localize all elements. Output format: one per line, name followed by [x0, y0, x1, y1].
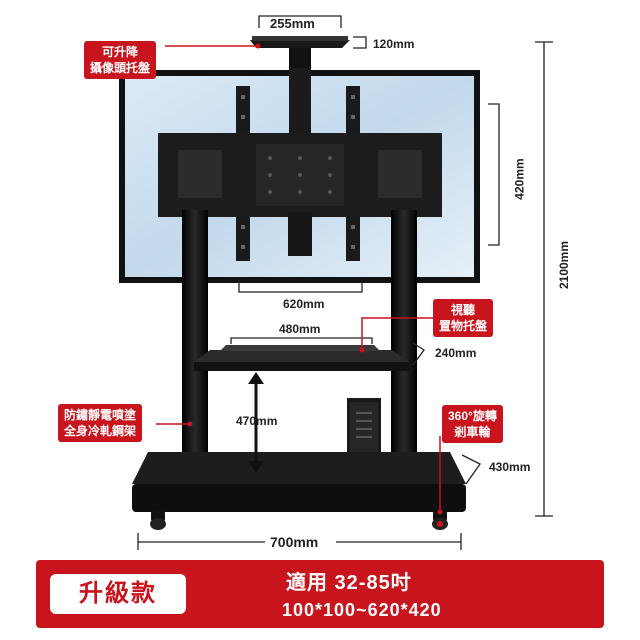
av-shelf — [194, 345, 410, 371]
callout-camera-tray-line2: 攝像頭托盤 — [90, 61, 151, 75]
dim-shelf-depth: 240mm — [435, 346, 477, 360]
callout-av-shelf-line2: 置物托盤 — [439, 319, 488, 333]
callout-camera-tray: 可升降 攝像頭托盤 — [84, 41, 157, 79]
callout-av-shelf: 視聽 置物托盤 — [433, 299, 494, 337]
dim-camera-tray-depth: 120mm — [373, 37, 415, 51]
callout-frame-line2: 全身冷軋鋼架 — [64, 424, 137, 438]
banner-vesa-range: 100*100~620*420 — [282, 600, 442, 620]
dim-camera-tray-width: 255mm — [270, 16, 315, 31]
dim-shelf-width: 480mm — [279, 322, 321, 336]
base-platform — [132, 452, 466, 512]
callout-camera-tray-line1: 可升降 — [102, 45, 139, 59]
upgrade-badge: 升級款 — [50, 574, 186, 614]
dim-vesa-height: 420mm — [512, 158, 527, 200]
banner-screen-size: 適用 32-85吋 — [286, 572, 412, 594]
dim-base-depth: 430mm — [489, 460, 531, 474]
callout-frame: 防鏽靜電噴塗 全身冷軋鋼架 — [58, 404, 143, 442]
callout-av-shelf-line1: 視聽 — [451, 303, 476, 317]
mounting-bracket — [158, 133, 442, 256]
callout-wheels-line1: 360°旋轉 — [448, 409, 497, 423]
dim-base-width: 700mm — [270, 534, 319, 550]
dim-total-height: 2100mm — [557, 240, 572, 290]
callout-frame-line1: 防鏽靜電噴塗 — [64, 408, 137, 422]
callout-leaders — [156, 45, 441, 512]
dim-vesa-width: 620mm — [283, 297, 325, 311]
callout-wheels-line2: 剎車輪 — [454, 425, 491, 439]
camera-tray — [250, 36, 350, 70]
callout-wheels: 360°旋轉 剎車輪 — [442, 405, 503, 443]
caster-wheels — [150, 510, 448, 530]
shelf-height-arrow — [248, 372, 264, 473]
dimension-lines — [137, 15, 553, 550]
camera-column — [289, 68, 311, 138]
dim-shelf-to-base: 470mm — [236, 414, 278, 428]
stand-uprights — [182, 210, 417, 478]
